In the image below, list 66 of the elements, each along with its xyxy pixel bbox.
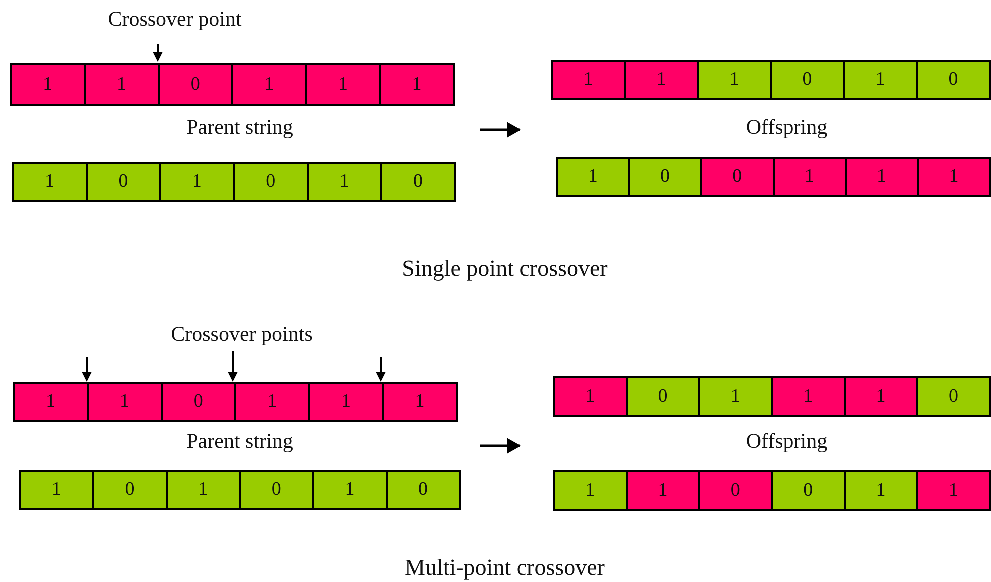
bit-string-bar — [10, 63, 455, 106]
bit-cell: 0 — [160, 65, 232, 104]
bit-cell: 1 — [314, 472, 386, 508]
bit-cell: 0 — [630, 159, 700, 195]
bit-cell: 1 — [555, 472, 626, 509]
bit-cell: 1 — [774, 159, 845, 195]
bit-cell: 0 — [240, 472, 312, 508]
bit-string-bar — [556, 157, 991, 197]
bit-cell: 1 — [381, 65, 453, 104]
heading-label: Single point crossover — [402, 257, 608, 280]
bit-cell: 1 — [14, 164, 86, 200]
bit-cell: 0 — [702, 159, 773, 195]
bit-cell: 0 — [772, 62, 843, 98]
bit-cell: 1 — [168, 472, 239, 508]
bit-cell: 1 — [555, 378, 626, 415]
bit-cell: 1 — [699, 62, 770, 98]
arrow — [480, 438, 521, 454]
heading-label: Crossover point — [108, 9, 242, 30]
bit-cell: 1 — [236, 384, 308, 420]
bit-cell: 1 — [161, 164, 234, 200]
bit-cell: 1 — [86, 65, 158, 104]
bit-string-bar — [551, 60, 991, 100]
arrow — [480, 122, 521, 138]
heading-label: Multi-point crossover — [405, 556, 605, 579]
bit-cell: 0 — [162, 384, 234, 420]
bit-cell: 0 — [94, 472, 166, 508]
bit-cell: 0 — [235, 164, 307, 200]
bit-string-bar — [553, 376, 991, 417]
bit-cell: 1 — [845, 62, 916, 98]
bit-cell: 1 — [628, 472, 698, 509]
bit-string-bar — [19, 470, 461, 510]
heading-label: Crossover points — [171, 324, 313, 345]
string-caption: Parent string — [186, 431, 294, 452]
bit-cell: 1 — [846, 159, 917, 195]
bit-cell: 1 — [558, 159, 628, 195]
bit-cell: 0 — [382, 164, 454, 200]
bit-cell: 1 — [626, 62, 697, 98]
bit-cell: 1 — [21, 472, 92, 508]
bit-cell: 0 — [88, 164, 160, 200]
string-caption: Parent string — [186, 117, 294, 138]
bit-string-bar — [13, 382, 458, 422]
bit-cell: 1 — [700, 378, 772, 415]
bit-cell: 0 — [628, 378, 698, 415]
bit-cell: 0 — [918, 62, 989, 98]
bit-string-bar — [12, 162, 456, 202]
bit-cell: 1 — [88, 384, 161, 420]
bit-cell: 1 — [308, 164, 380, 200]
bit-cell: 1 — [553, 62, 624, 98]
bit-cell: 1 — [773, 378, 844, 415]
bit-cell: 0 — [388, 472, 459, 508]
bit-cell: 1 — [12, 65, 84, 104]
string-caption: Offspring — [746, 431, 828, 452]
bit-cell: 0 — [773, 472, 844, 509]
bit-cell: 1 — [846, 472, 916, 509]
bit-cell: 1 — [384, 384, 456, 420]
bit-cell: 0 — [700, 472, 772, 509]
bit-cell: 1 — [310, 384, 382, 420]
bit-cell: 1 — [918, 472, 989, 509]
bit-cell: 1 — [15, 384, 87, 420]
string-caption: Offspring — [746, 117, 828, 138]
bit-string-bar — [553, 470, 991, 511]
bit-cell: 1 — [918, 159, 989, 195]
bit-cell: 1 — [233, 65, 306, 104]
bit-cell: 1 — [307, 65, 380, 104]
bit-cell: 0 — [918, 378, 989, 415]
bit-cell: 1 — [846, 378, 916, 415]
